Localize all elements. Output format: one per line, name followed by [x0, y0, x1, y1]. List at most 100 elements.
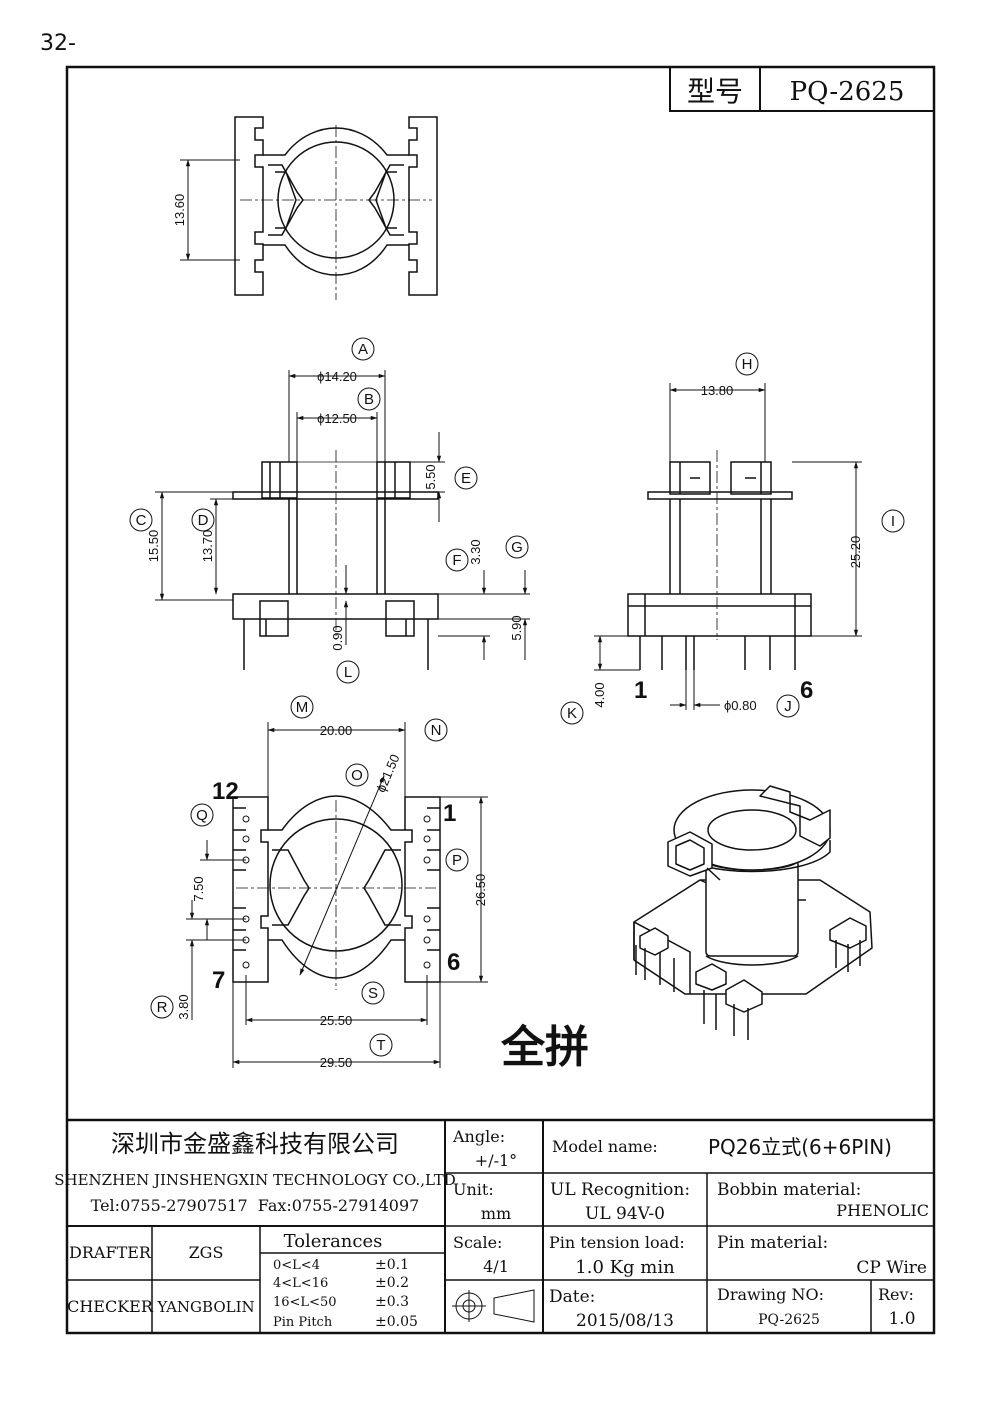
- callout-b: B: [364, 391, 374, 408]
- bottom-pin-holes: [242, 815, 431, 969]
- model-header-label: 型号: [687, 75, 743, 108]
- front-dim-g-value: 5.90: [509, 615, 524, 640]
- drawing-no-value: PQ-2625: [758, 1312, 820, 1328]
- callout-g: G: [511, 539, 523, 556]
- unit-label: Unit:: [453, 1180, 494, 1199]
- side-pin-last: 6: [800, 677, 813, 704]
- callout-e: E: [461, 470, 471, 487]
- title-block-grid: [67, 1118, 934, 1333]
- drawing-no-label: Drawing NO:: [717, 1285, 824, 1304]
- front-view-dimensions: [155, 370, 530, 660]
- side-dim-k-value: 4.00: [592, 682, 607, 707]
- callout-j: J: [784, 698, 792, 715]
- tolerance-range-3: Pin Pitch: [273, 1315, 333, 1330]
- side-view-dimensions: [594, 383, 862, 710]
- bobbin-label: Bobbin material:: [717, 1180, 861, 1200]
- front-dim-b-value: ϕ12.50: [317, 411, 357, 426]
- front-dim-e-value: 5.50: [423, 464, 438, 489]
- callout-r: R: [157, 999, 168, 1016]
- checker-label: CHECKER: [67, 1297, 154, 1316]
- bottom-pin-7: 7: [212, 967, 225, 994]
- tolerance-range-0: 0<L<4: [273, 1258, 320, 1273]
- top-view: [234, 116, 438, 300]
- bottom-dim-m-value: 20.00: [320, 723, 353, 738]
- callout-a: A: [358, 341, 368, 358]
- bottom-view-dimensions: [186, 722, 488, 1068]
- callout-m: M: [296, 699, 309, 716]
- tolerance-range-2: 16<L<50: [273, 1295, 337, 1310]
- unit-value: mm: [481, 1204, 511, 1223]
- callout-t: T: [376, 1037, 385, 1054]
- bottom-dim-o-value: ϕ21.50: [373, 752, 402, 795]
- model-name-value: PQ26立式(6+6PIN): [708, 1135, 892, 1159]
- front-dim-c-value: 15.50: [146, 530, 161, 563]
- company-contact: Tel:0755-27907517 Fax:0755-27914097: [91, 1196, 420, 1215]
- date-label: Date:: [549, 1287, 595, 1307]
- scale-value: 4/1: [483, 1257, 509, 1276]
- company-name-en: SHENZHEN JINSHENGXIN TECHNOLOGY CO.,LTD: [54, 1171, 456, 1189]
- bottom-dim-q-value: 7.50: [191, 876, 206, 901]
- side-view: [627, 450, 812, 670]
- tolerances-title: Tolerances: [284, 1231, 383, 1252]
- rev-value: 1.0: [888, 1309, 915, 1329]
- isometric-view: [633, 785, 873, 1040]
- model-header-box: 型号 PQ-2625: [669, 66, 935, 112]
- side-pin-first: 1: [634, 677, 647, 704]
- callout-s: S: [368, 985, 378, 1002]
- side-callouts: [560, 352, 905, 725]
- company-name-cn: 深圳市金盛鑫科技有限公司: [111, 1130, 399, 1158]
- bottom-dim-s-value: 25.50: [320, 1013, 353, 1028]
- page-number: 32-: [40, 31, 76, 56]
- pin-material-label: Pin material:: [717, 1233, 828, 1253]
- ul-label: UL Recognition:: [550, 1180, 690, 1200]
- angle-value: +/-1°: [475, 1151, 517, 1170]
- tolerance-value-0: ±0.1: [375, 1257, 409, 1273]
- bottom-dim-r-value: 3.80: [176, 994, 191, 1019]
- callout-c: C: [136, 512, 147, 529]
- front-dim-l-value: 0.90: [330, 625, 345, 650]
- bottom-view: [232, 795, 441, 990]
- callout-q: Q: [196, 807, 208, 824]
- side-dim-h-value: 13.80: [701, 383, 734, 398]
- callout-l: L: [344, 664, 352, 681]
- scale-label: Scale:: [453, 1233, 502, 1252]
- bottom-dim-p-value: 26.50: [473, 874, 488, 907]
- bottom-pin-12: 12: [212, 778, 239, 805]
- callout-k: K: [567, 705, 577, 722]
- model-header-value: PQ-2625: [790, 77, 905, 107]
- model-name-label: Model name:: [552, 1137, 658, 1156]
- top-view-dimension-height: [180, 159, 240, 261]
- tolerance-value-2: ±0.3: [375, 1294, 409, 1310]
- drafter-label: DRAFTER: [69, 1243, 152, 1262]
- checker-value: YANGBOLIN: [156, 1298, 254, 1316]
- front-dim-f-value: 3.30: [468, 539, 483, 564]
- front-dim-d-value: 13.70: [200, 530, 215, 563]
- pin-tension-label: Pin tension load:: [549, 1233, 685, 1252]
- callout-i: I: [891, 513, 895, 530]
- bottom-callouts: [150, 695, 469, 1057]
- tolerance-table: 0<L<4 ±0.1 4<L<16 ±0.2 16<L<50 ±0.3 Pin …: [273, 1257, 418, 1330]
- pin-tension-value: 1.0 Kg min: [575, 1257, 675, 1278]
- callout-n: N: [431, 722, 442, 739]
- bobbin-value: PHENOLIC: [836, 1201, 929, 1220]
- tolerance-range-1: 4<L<16: [273, 1276, 328, 1291]
- callout-p: P: [452, 852, 462, 869]
- pin-material-value: CP Wire: [856, 1258, 927, 1278]
- drawing-border: [65, 65, 936, 1335]
- tolerance-value-3: ±0.05: [375, 1314, 418, 1330]
- callout-d: D: [198, 512, 209, 529]
- ul-value: UL 94V-0: [585, 1204, 665, 1224]
- angle-label: Angle:: [452, 1127, 505, 1146]
- projection-symbol-icon: [452, 1289, 535, 1323]
- rev-label: Rev:: [878, 1285, 914, 1304]
- tolerance-value-1: ±0.2: [375, 1275, 409, 1291]
- front-dim-a-value: ϕ14.20: [317, 369, 357, 384]
- callout-f: F: [452, 552, 461, 569]
- bottom-pin-1: 1: [443, 800, 456, 827]
- bottom-pin-6: 6: [447, 949, 460, 976]
- assembly-caption: 全拼: [500, 1022, 589, 1073]
- drafter-value: ZGS: [189, 1243, 224, 1262]
- side-dim-i-value: 25.20: [848, 536, 863, 569]
- front-view: [232, 450, 439, 670]
